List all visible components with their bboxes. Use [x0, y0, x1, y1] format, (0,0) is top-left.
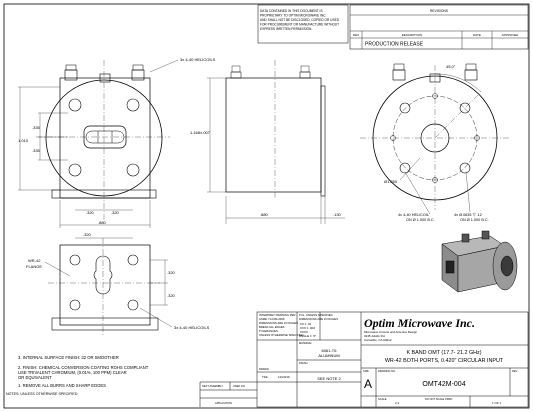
- dim-335-b: .335: [32, 148, 41, 153]
- front-view: [36, 60, 170, 222]
- interpret-line: TOLERANCES: [259, 329, 278, 333]
- port-view: [360, 63, 510, 210]
- tolerance-header: DIMENSIONS ARE IN INCHES: [299, 317, 338, 321]
- title-block: [199, 311, 529, 408]
- tolerance-line: .XX ± .01: [299, 322, 312, 326]
- date-header: DATE: [473, 33, 481, 37]
- tolerance-line: .XXX ± .002: [299, 326, 315, 330]
- interpret-line: ASME Y14.5M-2009: [259, 317, 285, 321]
- size-label: SIZE: [363, 369, 369, 373]
- drawing-no-label: DRAWING NO.: [378, 369, 396, 373]
- notes: 3. INTERNAL SURFACE FINISH: 32 OR SMOOTH…: [6, 355, 149, 396]
- finish-label: FINISH: [299, 361, 308, 365]
- note-line: OR EQUIVALENT: [18, 375, 52, 380]
- drawn-label: DRAWN: [259, 367, 269, 371]
- size-value: A: [364, 377, 372, 391]
- dim-320-a: .320: [86, 210, 95, 215]
- revision-description: PRODUCTION RELEASE: [365, 42, 424, 48]
- dim-phi1250: Ø1.250: [384, 179, 398, 184]
- approved-header: APPROVED: [502, 33, 520, 37]
- finish-value: SEE NOTE 2: [317, 376, 341, 381]
- note-line: 2. FINISH: CHEMICAL CONVERSION COATING R…: [18, 365, 149, 370]
- disclaimer-line: AND SHALL NOT BE DISCLOSED, COPIED OR US…: [260, 18, 340, 22]
- tolerance-header: TOL. UNLESS SPECIFIED: [299, 313, 333, 317]
- drawing-no-value: OMT42M-004: [422, 381, 465, 388]
- dim-45: 45.0°: [446, 64, 456, 69]
- bottom-view: [48, 238, 160, 335]
- dim-880-b: .880: [260, 212, 269, 217]
- dim-880: .880: [98, 220, 107, 225]
- material-label: MATERIAL: [299, 341, 312, 345]
- disclaimer-line: PROPRIETARY TO OPTIM MICROWAVE INC.: [260, 14, 327, 18]
- bottom-view-dimensions: [44, 237, 173, 328]
- dim-1168: 1.168±.007: [190, 130, 211, 135]
- title-block-text: INTERPRET DRAWING PER ASME Y14.5M-2009 D…: [202, 313, 518, 405]
- dim-130: .130: [333, 212, 342, 217]
- dim-335-a: .335: [32, 125, 41, 130]
- dim-320-c: .320: [83, 232, 92, 237]
- material-value: ALUMINUM: [318, 353, 339, 358]
- disclaimer-line: DATA CONTAINED IN THIS DOCUMENT IS: [260, 9, 323, 13]
- address-line: Microwave Circuits and Antenna Design: [364, 330, 417, 334]
- side-view: [225, 60, 326, 198]
- dim-helicoils-bottom: 3x 4-40 HELICOILS: [174, 325, 210, 330]
- interpret-line: UNLESS OTHERWISE SPECIFIED: [259, 333, 303, 337]
- application-label: APPLICATION: [215, 401, 232, 405]
- notes-heading: NOTES: UNLESS OTHERWISE SPECIFIED: [6, 392, 78, 396]
- dim-hole-side-2: ON Ø 1.000 B.C.: [460, 218, 489, 222]
- used-on-label: USED ON: [233, 384, 245, 388]
- note-line: 3. INTERNAL SURFACE FINISH: 32 OR SMOOTH…: [18, 355, 119, 360]
- scale-label: SCALE: [378, 397, 387, 401]
- dim-320-b: .320: [111, 210, 120, 215]
- material-value: 6061-T6: [322, 348, 338, 353]
- interpret-line: INTERPRET DRAWING PER: [259, 313, 296, 317]
- scale-value: 2:1: [395, 401, 400, 405]
- tolerance-line: ANGLE ± .5°: [299, 334, 317, 338]
- company-name: Optim Microwave Inc.: [364, 316, 475, 330]
- rev-header: REV: [353, 33, 359, 37]
- isometric-view: [441, 230, 518, 293]
- side-view-dimensions: [207, 77, 345, 224]
- dim-helicoil-side-2: ON Ø 1.000 B.C.: [406, 218, 435, 222]
- address-line: Camarillo, CA 93012: [364, 338, 392, 342]
- wr42-label: WR-42: [28, 258, 41, 263]
- next-assembly-label: NEXT ASSEMBLY: [202, 384, 224, 388]
- sheet-value: 1 OF 1: [492, 401, 502, 405]
- address-line: 3245 Adolfo Rd.: [364, 334, 386, 338]
- dim-hole-side: 4x Ø.0635 ▽ .12: [454, 213, 482, 217]
- front-view-dimensions: [18, 59, 179, 228]
- disclaimer-line: EXPRESS WRITTEN PERMISSION.: [260, 27, 312, 31]
- dim-helicoil-side: 4x 4-40 HELICOIL: [398, 213, 429, 217]
- note-line: 1. REMOVE ALL BURRS AND SHARP EDGES: [18, 383, 106, 388]
- dim-helicoils-top: 3x 4-40 HELICOILS: [180, 57, 216, 62]
- do-not-scale: DO NOT SCALE PRINT: [425, 397, 453, 401]
- dim-1010: 1.010: [18, 138, 29, 143]
- revisions-title: REVISIONS: [430, 9, 449, 13]
- port-view-leaders: [399, 157, 471, 215]
- drawn-by: TFE: [262, 375, 268, 379]
- flange-label: FLANGE: [26, 264, 42, 269]
- interpret-line: BREAK ALL EDGES: [259, 325, 285, 329]
- tolerance-line: .XXXX: [299, 330, 308, 334]
- description-header: DESCRIPTION: [402, 33, 423, 37]
- interpret-line: DIMENSIONS ARE IN INCHES: [259, 321, 298, 325]
- note-line: USE TRIVALENT CHROMIUM, (0.01%, 100 PPM)…: [18, 370, 127, 375]
- drawing-title-line1: K BAND OMT (17.7- 21.2 GHz): [406, 350, 481, 356]
- dim-320-e: .320: [167, 293, 176, 298]
- dim-320-d: .320: [167, 270, 176, 275]
- drawing-title-line2: WR-42 BOTH PORTS, 0.420" CIRCULAR INPUT: [385, 358, 504, 364]
- revision-block: DATA CONTAINED IN THIS DOCUMENT IS PROPR…: [257, 4, 529, 50]
- rev-label: REV: [512, 369, 518, 373]
- disclaimer-line: FOR PROCUREMENT OR MANUFACTURE WITHOUT: [260, 23, 339, 27]
- drawn-date: 12/20/16: [278, 375, 290, 379]
- sheet-border: [3, 3, 530, 409]
